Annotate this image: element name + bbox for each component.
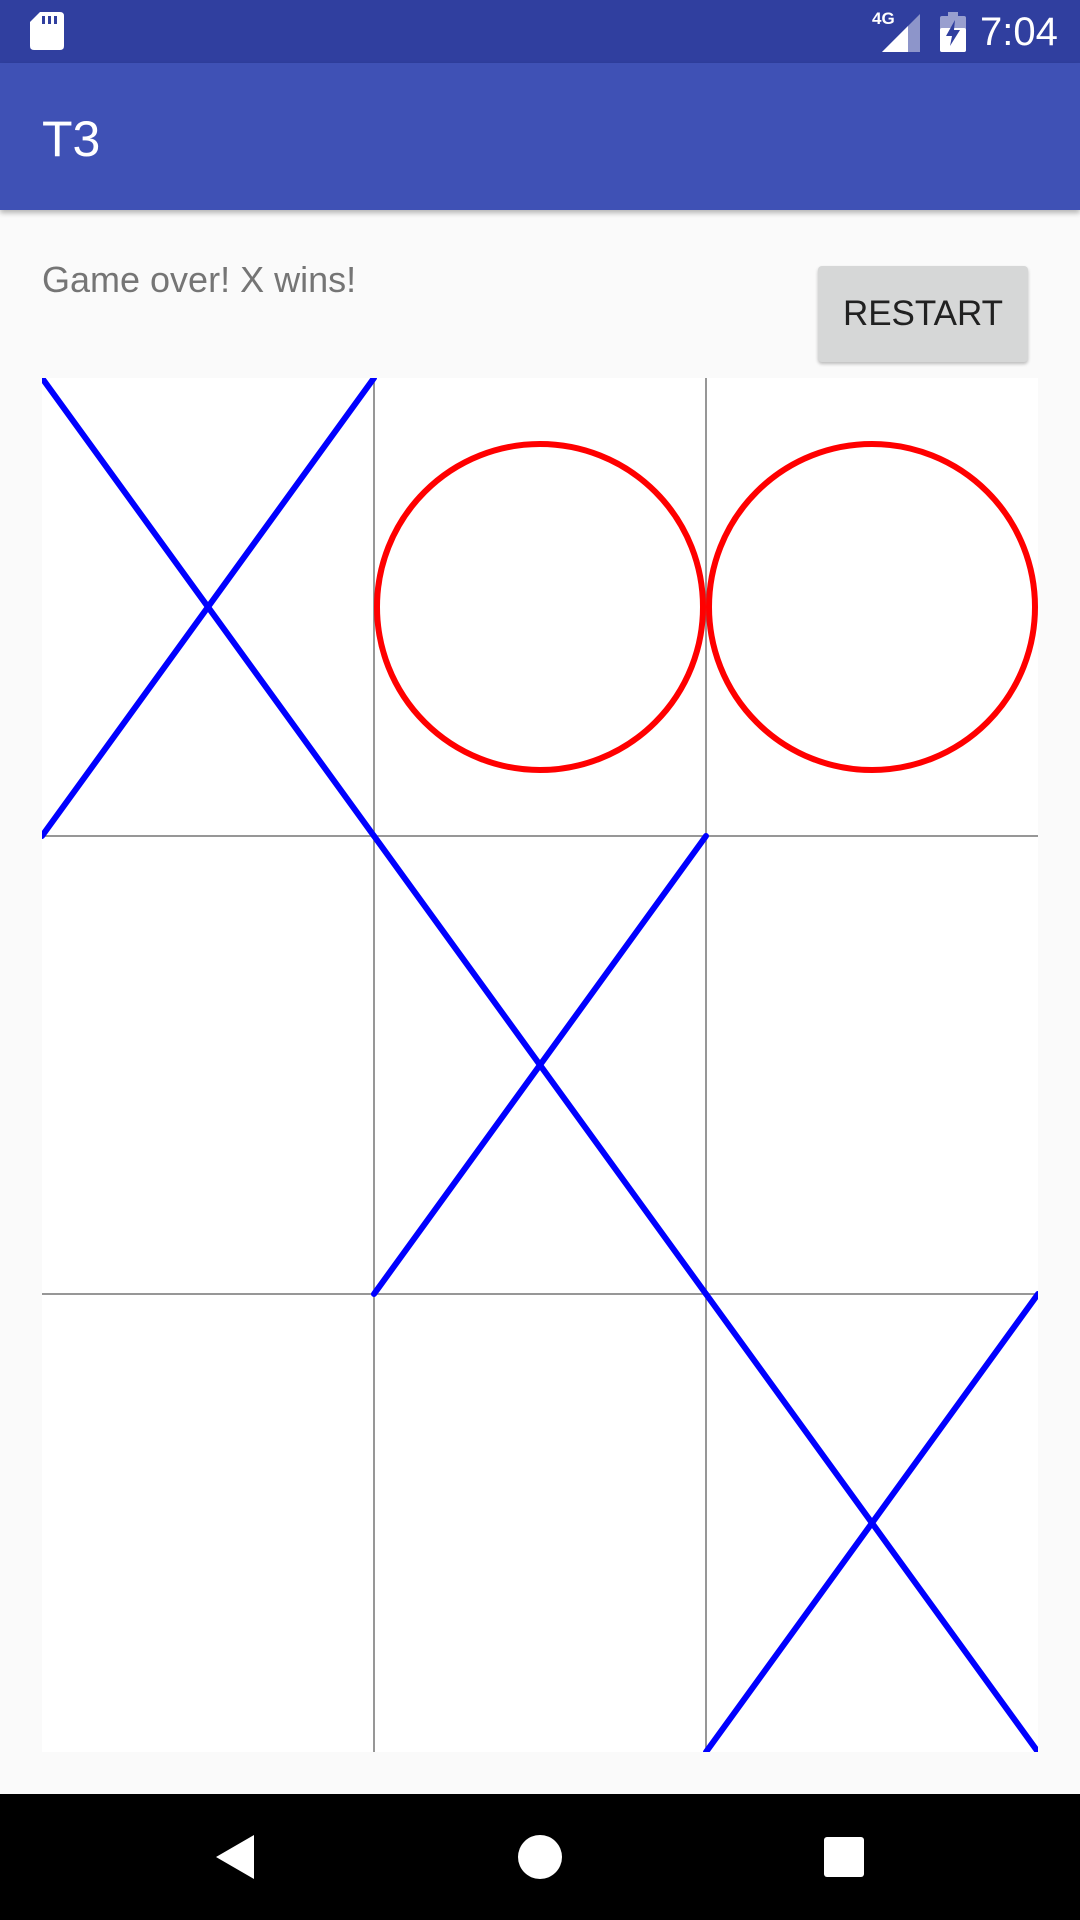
board-cell-2-1[interactable]: [374, 1294, 706, 1752]
status-clock: 7:04: [980, 10, 1058, 54]
back-icon[interactable]: [200, 1821, 272, 1893]
board-cell-0-1[interactable]: [374, 378, 706, 836]
app-bar: T3: [0, 63, 1080, 210]
x-mark-1-1: [371, 833, 709, 1297]
board-cell-1-0[interactable]: [42, 836, 374, 1294]
o-mark-0-2: [706, 441, 1038, 773]
x-mark-2-2: [703, 1291, 1038, 1752]
network-type-label: 4G: [872, 9, 895, 28]
signal-icon: [882, 14, 920, 52]
navigation-bar: [0, 1794, 1080, 1920]
board-cell-1-2[interactable]: [706, 836, 1038, 1294]
game-status-text: Game over! X wins!: [42, 259, 357, 300]
home-icon[interactable]: [504, 1821, 576, 1893]
game-board: [42, 378, 1038, 1752]
board-cell-0-2[interactable]: [706, 378, 1038, 836]
recents-icon[interactable]: [808, 1821, 880, 1893]
app-title: T3: [42, 111, 101, 167]
restart-button[interactable]: RESTART: [818, 266, 1028, 362]
o-mark-0-1: [374, 441, 706, 773]
sd-card-icon: [30, 12, 64, 50]
board-cell-2-0[interactable]: [42, 1294, 374, 1752]
network-indicator: 4G: [872, 10, 920, 52]
x-mark-0-0: [42, 378, 377, 839]
battery-charging-icon: [940, 12, 966, 52]
board-canvas: [42, 378, 1038, 1752]
status-bar: 4G 7:04: [0, 0, 1080, 63]
